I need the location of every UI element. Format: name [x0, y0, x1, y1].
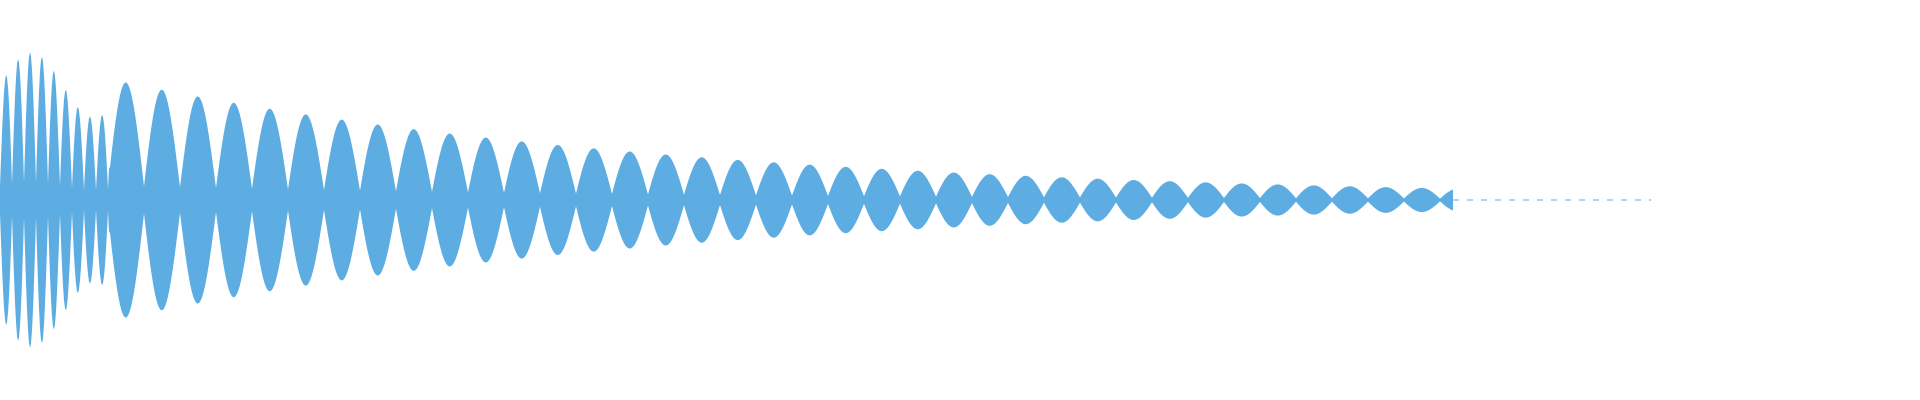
waveform-envelope — [0, 52, 1453, 348]
